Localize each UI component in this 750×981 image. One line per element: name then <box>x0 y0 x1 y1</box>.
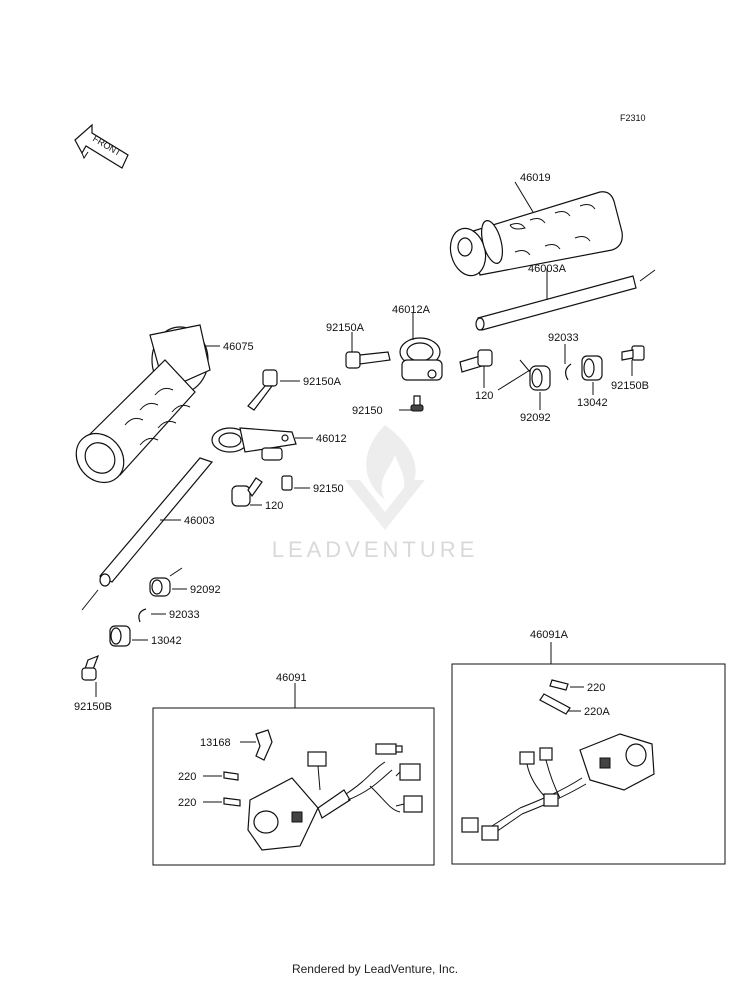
label-220-a: 220 <box>178 771 196 783</box>
part-13168-clip <box>255 729 273 761</box>
part-92033-ring-left <box>138 608 147 623</box>
label-92150-top: 92150 <box>352 405 383 417</box>
label-92150-mid: 92150 <box>313 483 344 495</box>
label-120-right: 120 <box>475 390 493 402</box>
part-92150B-bolt-left <box>81 654 100 681</box>
label-46003A: 46003A <box>528 263 567 275</box>
part-92150A-bolt-top <box>345 351 391 369</box>
label-92150B-right: 92150B <box>611 380 649 392</box>
leadventure-flame-logo <box>345 425 425 530</box>
front-arrow-icon: FRONT <box>74 123 129 169</box>
part-46003A-handlebar <box>475 269 656 331</box>
part-13042-cap-right <box>581 355 603 381</box>
label-220-b: 220 <box>178 797 196 809</box>
label-46091A: 46091A <box>530 629 569 641</box>
label-46012: 46012 <box>316 433 347 445</box>
part-13042-cap-left <box>109 625 131 647</box>
label-92092-right: 92092 <box>520 412 551 424</box>
leadventure-watermark: LEADVENTURE <box>272 425 479 562</box>
label-92033-left: 92033 <box>169 609 200 621</box>
part-46012A-clamp <box>399 337 443 381</box>
part-92150B-bolt-right <box>621 345 645 361</box>
box-46091A <box>451 663 726 865</box>
box-46091 <box>152 707 435 866</box>
label-13042-left: 13042 <box>151 635 182 647</box>
part-92092-weight-left <box>149 577 171 597</box>
part-120-screw-right <box>459 349 493 373</box>
label-92150B-left: 92150B <box>74 701 112 713</box>
part-92033-ring-right <box>565 363 572 381</box>
part-220A-screw <box>539 693 571 715</box>
part-46003-handlebar <box>81 457 214 611</box>
part-92150-screw-top <box>410 395 424 412</box>
label-92033-right: 92033 <box>548 332 579 344</box>
right-handlebar-switch-housing <box>461 733 655 841</box>
part-220-screw-b <box>223 797 241 807</box>
label-220A: 220A <box>584 706 610 718</box>
label-92092-left: 92092 <box>190 584 221 596</box>
label-120-left: 120 <box>265 500 283 512</box>
watermark-text: LEADVENTURE <box>272 537 479 562</box>
label-46019: 46019 <box>520 172 551 184</box>
part-92150-screw-mid <box>281 475 293 491</box>
part-46019-grip <box>449 191 623 277</box>
label-46003: 46003 <box>184 515 215 527</box>
part-120-screw-left <box>231 477 263 507</box>
label-92150A-top: 92150A <box>326 322 365 334</box>
label-13168: 13168 <box>200 737 231 749</box>
label-46075: 46075 <box>223 341 254 353</box>
part-46075-grip <box>75 324 211 484</box>
footer-credit: Rendered by LeadVenture, Inc. <box>292 962 458 976</box>
label-92150A-mid: 92150A <box>303 376 342 388</box>
figure-code: F2310 <box>620 113 646 123</box>
part-92092-weight-right <box>529 365 551 391</box>
part-220-screw-c <box>549 679 569 691</box>
label-46091: 46091 <box>276 672 307 684</box>
label-46012A: 46012A <box>392 304 431 316</box>
left-handlebar-switch-housing <box>247 743 423 851</box>
label-13042-right: 13042 <box>577 397 608 409</box>
part-46012-clamp <box>211 427 297 461</box>
part-220-screw-a <box>223 771 239 781</box>
part-92150A-bolt-mid <box>247 369 278 411</box>
label-220-c: 220 <box>587 682 605 694</box>
